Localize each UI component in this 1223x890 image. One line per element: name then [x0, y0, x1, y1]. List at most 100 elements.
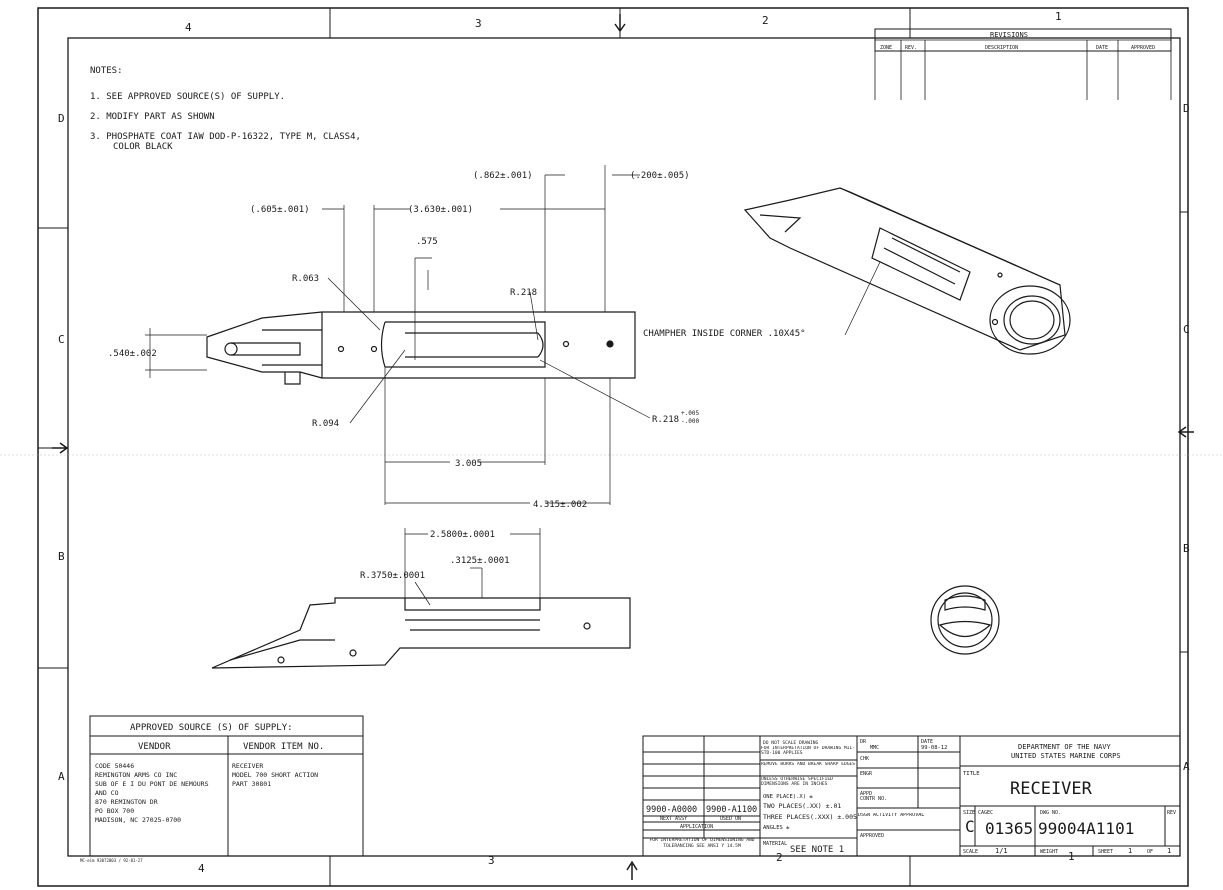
cage-value: 01365	[985, 819, 1033, 838]
appd-label: APPD	[860, 791, 872, 797]
chamfer-note: CHAMPHER INSIDE CORNER .10X45°	[643, 329, 806, 339]
of-value: 1	[1167, 847, 1171, 855]
contr-label: CONTR NO.	[860, 796, 887, 802]
item-line: PART 30801	[232, 780, 271, 788]
dsgn-label: DSGN ACTIVITY APPROVAL	[858, 813, 925, 818]
radius-094: R.094	[312, 419, 339, 429]
scale-label: SCALE	[963, 849, 978, 855]
used-on-value: 9900-A1100	[706, 805, 757, 815]
zone-bottom-3: 3	[488, 854, 495, 867]
radius-218-tol-upper: +.005	[681, 410, 699, 417]
notes-heading: NOTES:	[90, 66, 123, 76]
receiver-end-view	[930, 585, 1000, 655]
radius-218-toleranced: R.218	[652, 415, 679, 425]
tol-line: UNLESS OTHERWISE SPECIFIED DIMENSIONS AR…	[761, 777, 833, 787]
radius-218-tol-lower: -.000	[681, 418, 699, 425]
size-value: C	[965, 817, 975, 836]
rev-col-zone: ZONE	[880, 45, 892, 51]
note-2: 2. MODIFY PART AS SHOWN	[90, 112, 215, 122]
row-left-b: B	[58, 550, 65, 563]
date-label: DATE	[921, 739, 933, 745]
side-view-dimensions	[404, 528, 541, 606]
rev-col-date: DATE	[1096, 45, 1108, 51]
footer-code: MC-eim 93072003 / 92-01-27	[80, 858, 143, 863]
note-1: 1. SEE APPROVED SOURCE(S) OF SUPPLY.	[90, 92, 285, 102]
tol-line: THREE PLACES(.XXX) ±.005	[763, 813, 857, 821]
cage-label: CAGEC	[978, 810, 993, 816]
drawing-title: RECEIVER	[1010, 779, 1093, 799]
tol-line: ONE PLACE(.X) ±	[763, 794, 813, 800]
approved-source-text: APPROVED SOURCE (S) OF SUPPLY: VENDOR VE…	[95, 723, 324, 824]
dept-line-1: DEPARTMENT OF THE NAVY	[1018, 743, 1112, 751]
zone-bottom-4: 4	[198, 862, 205, 875]
row-left-c: C	[58, 333, 65, 346]
interp-note-box: FOR INTERPRETATION OF DIMENSIONING AND T…	[649, 838, 755, 849]
material-value: SEE NOTE 1	[790, 845, 844, 855]
note-3: 3. PHOSPHATE COAT IAW DOD-P-16322, TYPE …	[90, 132, 361, 142]
side-view-labels: 2.5800±.0001 .3125±.0001 R.3750±.0001	[360, 530, 510, 581]
size-label: SIZE	[963, 810, 975, 816]
date-value: 99-08-12	[921, 745, 948, 751]
tol-line-box: REMOVE BURRS AND BREAK SHARP EDGES	[761, 762, 855, 767]
interp-note: FOR INTERPRETATION OF DIMENSIONING AND T…	[649, 838, 755, 849]
vendor-line: CODE 50446	[95, 762, 134, 770]
tol-line: ANGLES ±	[763, 825, 790, 831]
title-block	[642, 735, 1181, 857]
tol-line-box: FOR INTERPRETATION OF DRAWING MIL-STD-10…	[761, 746, 856, 756]
center-arrow-right	[1177, 426, 1194, 438]
dim-200: (.200±.005)	[630, 171, 690, 181]
receiver-isometric-view	[743, 187, 1071, 355]
dim-862: (.862±.001)	[473, 171, 533, 181]
zone-top-3: 3	[475, 17, 482, 30]
material-label: MATERIAL	[763, 841, 787, 847]
zone-bottom-2: 2	[776, 851, 783, 864]
title-label: TITLE	[963, 771, 980, 777]
receiver-side-view	[211, 597, 631, 669]
dim-575: .575	[416, 237, 438, 247]
vendor-line: AND CO	[95, 789, 119, 797]
zone-top-1: 1	[1055, 10, 1062, 23]
row-left-a: A	[58, 770, 65, 783]
dim-2580: 2.5800±.0001	[430, 530, 495, 540]
dim-3005: 3.005	[455, 459, 482, 469]
engr-label: ENGR	[860, 771, 873, 777]
approved-source-table	[89, 715, 364, 857]
sheet-value: 1	[1128, 847, 1132, 855]
dim-3125: .3125±.0001	[450, 556, 510, 566]
dim-540: .540±.002	[108, 349, 157, 359]
dsgn-box: DSGN ACTIVITY APPROVAL	[858, 813, 925, 818]
chk-label: CHK	[860, 756, 869, 762]
item-line: MODEL 700 SHORT ACTION	[232, 771, 318, 779]
center-arrow-top	[614, 14, 626, 33]
used-on-label: USED ON	[720, 816, 741, 822]
receiver-top-view	[206, 311, 636, 385]
application-label: APPLICATION	[680, 824, 713, 830]
vendor-line: PO BOX 700	[95, 807, 134, 815]
tol-line: DO NOT SCALE DRAWING	[763, 740, 819, 746]
outer-frame	[37, 7, 1189, 887]
dim-4315: 4.315±.002	[533, 500, 587, 510]
weight-label: WEIGHT	[1040, 849, 1058, 855]
revisions-title: REVISIONS	[990, 31, 1028, 39]
tol-line-box: UNLESS OTHERWISE SPECIFIED DIMENSIONS AR…	[761, 777, 833, 787]
center-arrow-bottom	[626, 860, 638, 880]
rev-col-rev: REV.	[905, 45, 917, 51]
title-block-text: 9900-A0000 9900-A1100 NEXT ASSY USED ON …	[646, 739, 1176, 855]
sheet-label: SHEET	[1098, 849, 1113, 855]
next-assy-label: NEXT ASSY	[660, 816, 687, 822]
note-3-cont: COLOR BLACK	[113, 142, 173, 152]
source-col-vendor: VENDOR	[138, 742, 171, 752]
dim-605: (.605±.001)	[250, 205, 310, 215]
chamfer-leader	[844, 261, 881, 336]
next-assy-value: 9900-A0000	[646, 805, 697, 815]
row-right-b: B	[1183, 542, 1190, 555]
revisions-block: REVISIONS ZONE REV. DESCRIPTION DATE APP…	[874, 28, 1172, 100]
row-left-d: D	[58, 112, 65, 125]
row-right-d: D	[1183, 102, 1190, 115]
radius-3750: R.3750±.0001	[360, 571, 425, 581]
rev-label: REV	[1167, 810, 1176, 816]
of-label: OF	[1147, 849, 1153, 855]
vendor-line: SUB OF E I DU PONT DE NEMOURS	[95, 780, 209, 788]
tol-line: FOR INTERPRETATION OF DRAWING MIL-STD-10…	[761, 746, 856, 756]
zone-top-4: 4	[185, 21, 192, 34]
